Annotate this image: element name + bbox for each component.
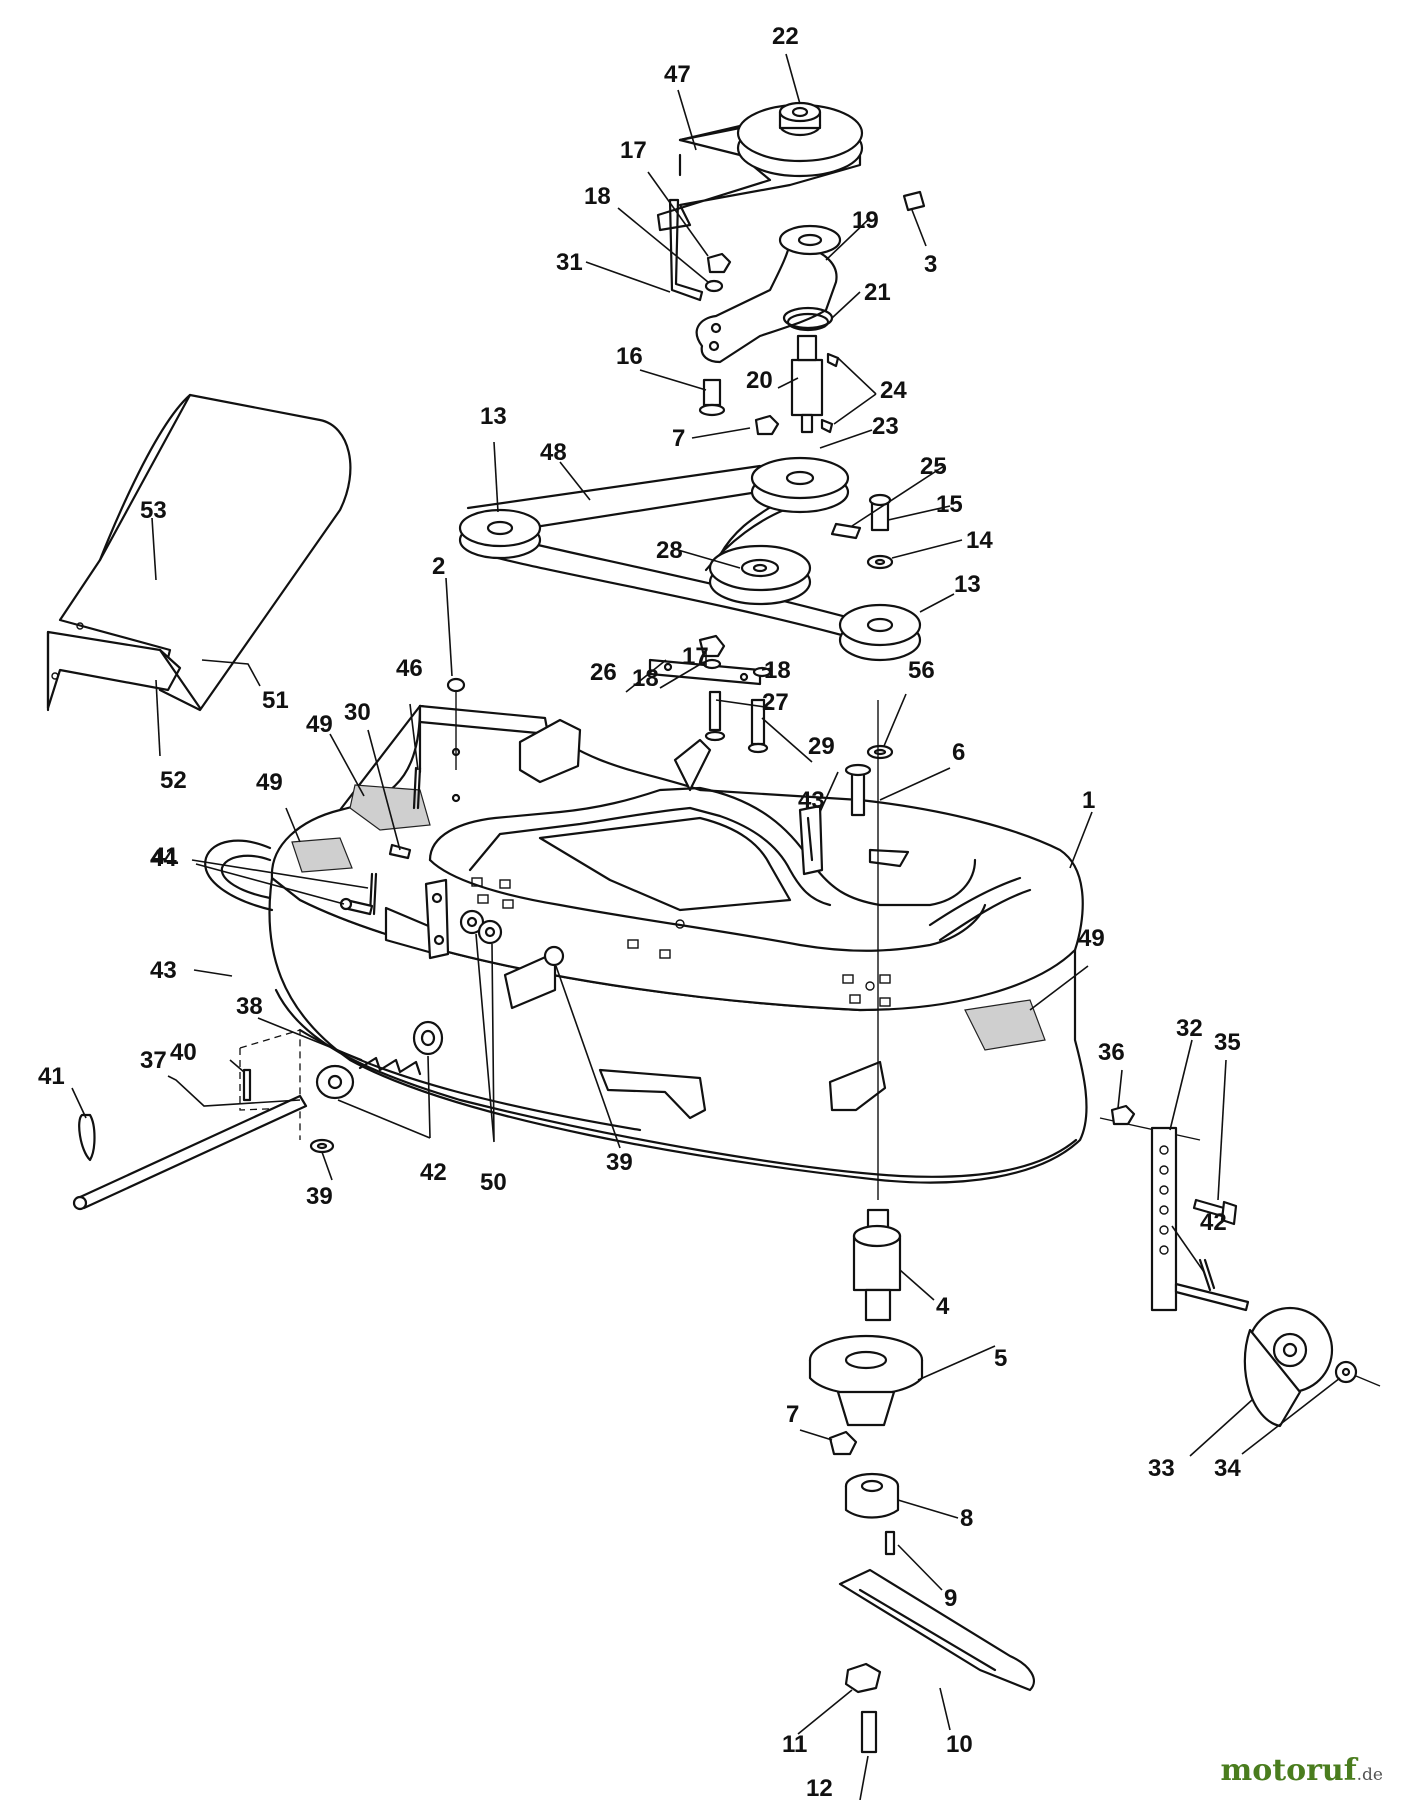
part-label: 47 [664, 61, 691, 88]
part-label: 52 [160, 767, 187, 794]
part-label: 22 [772, 23, 799, 50]
part-label: 39 [306, 1183, 333, 1210]
idler-bracket [446, 634, 894, 876]
part-label: 10 [946, 1731, 973, 1758]
blade-spindle [808, 700, 1035, 1754]
watermark-logo: motoruf.de [1220, 1753, 1383, 1788]
part-label: 51 [262, 687, 289, 714]
watermark-tld: .de [1356, 1765, 1383, 1785]
part-label: 21 [864, 279, 891, 306]
part-label: 28 [656, 537, 683, 564]
mower-deck [268, 704, 1088, 1184]
part-label: 56 [908, 657, 935, 684]
part-label: 29 [808, 733, 835, 760]
part-label: 36 [1098, 1039, 1125, 1066]
part-label: 18 [632, 665, 659, 692]
part-label: 24 [880, 377, 907, 404]
left-hardware [72, 766, 565, 1211]
part-label: 39 [606, 1149, 633, 1176]
part-label: 42 [1200, 1209, 1227, 1236]
part-label: 17 [620, 137, 647, 164]
part-label: 49 [1078, 925, 1105, 952]
part-label: 20 [746, 367, 773, 394]
part-label: 26 [590, 659, 617, 686]
part-label: 49 [256, 769, 283, 796]
part-label: 46 [396, 655, 423, 682]
leader-lines [71, 53, 1341, 1800]
part-label: 18 [584, 183, 611, 210]
part-label: 44 [150, 845, 177, 872]
upper-pulley-assembly [656, 101, 926, 570]
part-label: 9 [944, 1585, 957, 1612]
part-label: 11 [782, 1731, 807, 1758]
part-label: 41 [152, 843, 179, 870]
part-label: 8 [960, 1505, 973, 1532]
part-label: 35 [1214, 1029, 1241, 1056]
part-label: 34 [1214, 1455, 1241, 1482]
belt-drive [458, 456, 922, 662]
part-label: 14 [966, 527, 993, 554]
part-label: 43 [150, 957, 177, 984]
part-label: 42 [420, 1159, 447, 1186]
part-label: 43 [798, 787, 825, 814]
part-label: 2 [432, 553, 445, 580]
belt-left-loop [204, 839, 274, 912]
gauge-wheel-assembly [1099, 1104, 1381, 1428]
part-label: 13 [480, 403, 507, 430]
part-labels: 1 2 3 4 5 6 7 7 8 9 10 11 12 13 13 14 15… [38, 23, 1241, 1800]
part-label: 4 [936, 1293, 950, 1320]
part-label: 6 [952, 739, 965, 766]
part-label: 38 [236, 993, 263, 1020]
part-label: 31 [556, 249, 583, 276]
part-label: 48 [540, 439, 567, 466]
part-label: 33 [1148, 1455, 1175, 1482]
part-label: 17 [682, 643, 709, 670]
part-label: 37 [140, 1047, 167, 1074]
part-label: 16 [616, 343, 643, 370]
part-label: 27 [762, 689, 789, 716]
part-label: 49 [306, 711, 333, 738]
part-label: 53 [140, 497, 167, 524]
part-label: 30 [344, 699, 371, 726]
watermark-brand: motoruf [1220, 1753, 1357, 1788]
decal-left-rear [349, 784, 431, 831]
part-label: 32 [1176, 1015, 1203, 1042]
part-label: 19 [852, 207, 879, 234]
part-label: 5 [994, 1345, 1007, 1372]
part-label: 50 [480, 1169, 507, 1196]
part-label: 18 [764, 657, 791, 684]
part-label: 40 [170, 1039, 197, 1066]
part-label: 12 [806, 1775, 833, 1800]
part-label: 23 [872, 413, 899, 440]
part-label: 7 [786, 1401, 799, 1428]
part-label: 13 [954, 571, 981, 598]
part-label: 41 [38, 1063, 65, 1090]
decal-right [964, 999, 1046, 1051]
part-label: 1 [1082, 787, 1095, 814]
part-label: 7 [672, 425, 685, 452]
part-label: 3 [924, 251, 937, 278]
part-label: 15 [936, 491, 963, 518]
part-label: 25 [920, 453, 947, 480]
belt-cover [46, 393, 352, 712]
decal-left [291, 837, 353, 873]
